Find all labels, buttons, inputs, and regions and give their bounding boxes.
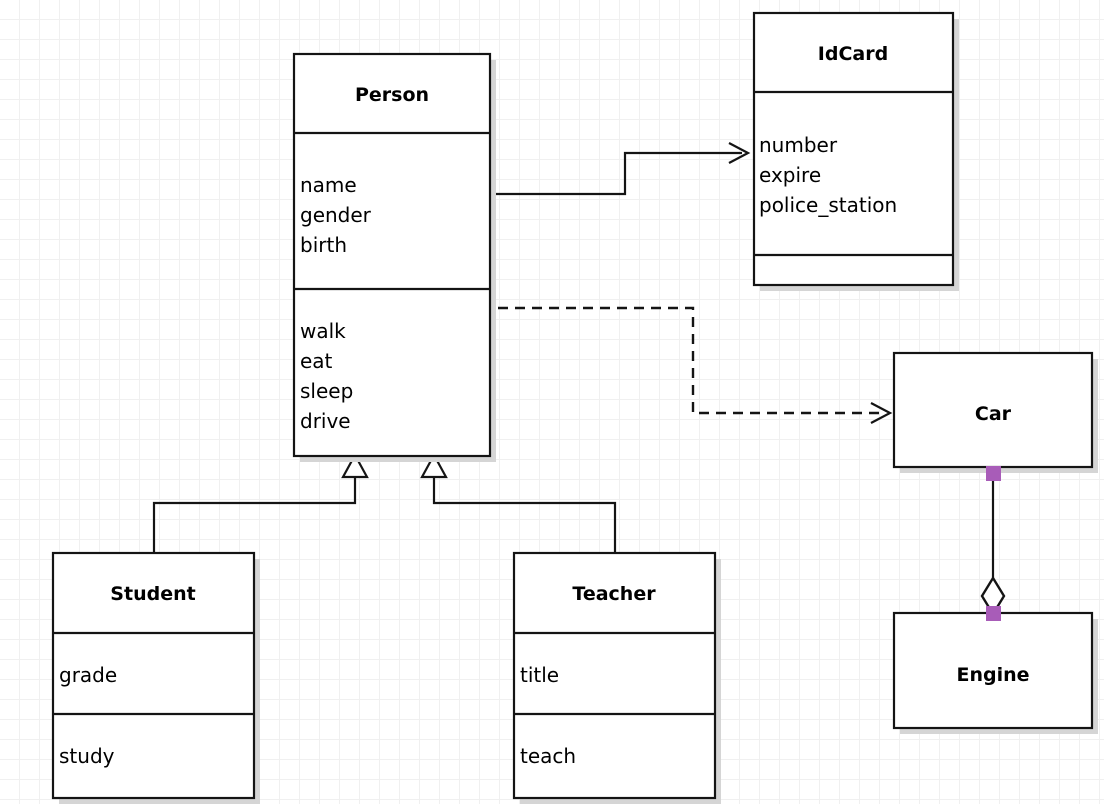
box-outline bbox=[752, 11, 955, 287]
method-label: eat bbox=[300, 349, 333, 373]
association-person-idcard[interactable] bbox=[496, 142, 751, 196]
class-box-student[interactable]: Student grade study bbox=[51, 551, 260, 804]
association-line bbox=[496, 151, 742, 196]
hollow-triangle-icon bbox=[420, 452, 448, 479]
selection-handle-car-end[interactable] bbox=[986, 466, 1001, 481]
aggregation-car-engine[interactable] bbox=[980, 473, 1006, 617]
dependency-line bbox=[498, 306, 884, 415]
attribute-label: grade bbox=[59, 663, 117, 687]
method-label: study bbox=[59, 744, 115, 768]
class-name-label: Engine bbox=[956, 664, 1029, 686]
attribute-label: title bbox=[520, 663, 559, 687]
open-arrow-head-icon bbox=[870, 402, 893, 424]
box-outline bbox=[51, 551, 256, 800]
attribute-label: name bbox=[300, 173, 357, 197]
generalization-line bbox=[152, 476, 357, 553]
box-outline bbox=[892, 351, 1094, 469]
method-label: sleep bbox=[300, 379, 353, 403]
attribute-label: police_station bbox=[759, 193, 897, 217]
box-outline bbox=[512, 551, 717, 800]
hollow-triangle-icon bbox=[341, 452, 369, 479]
selection-handle-engine-end[interactable] bbox=[986, 606, 1001, 621]
class-name-label: Student bbox=[110, 583, 195, 605]
method-label: teach bbox=[520, 744, 576, 768]
open-arrow-head-icon bbox=[728, 142, 751, 164]
method-label: drive bbox=[300, 409, 351, 433]
attribute-label: gender bbox=[300, 203, 372, 227]
generalization-teacher-person[interactable] bbox=[420, 452, 617, 553]
class-name-label: Teacher bbox=[572, 583, 656, 605]
class-box-teacher[interactable]: Teacher title teach bbox=[512, 551, 721, 804]
box-outline bbox=[892, 611, 1094, 730]
class-box-idcard[interactable]: IdCard number expire police_station bbox=[752, 11, 959, 291]
method-label: walk bbox=[300, 319, 346, 343]
generalization-student-person[interactable] bbox=[152, 452, 369, 553]
class-box-engine[interactable]: Engine bbox=[892, 611, 1098, 734]
box-outline bbox=[292, 52, 492, 458]
dependency-person-car[interactable] bbox=[498, 306, 893, 424]
generalization-line bbox=[432, 476, 617, 553]
class-name-label: Person bbox=[355, 84, 429, 106]
class-name-label: IdCard bbox=[818, 43, 888, 65]
attribute-label: birth bbox=[300, 233, 347, 257]
class-box-person[interactable]: Person name gender birth walk eat sleep … bbox=[292, 52, 496, 462]
class-name-label: Car bbox=[975, 403, 1012, 425]
attribute-label: expire bbox=[759, 163, 821, 187]
attribute-label: number bbox=[759, 133, 838, 157]
class-box-car[interactable]: Car bbox=[892, 351, 1098, 473]
